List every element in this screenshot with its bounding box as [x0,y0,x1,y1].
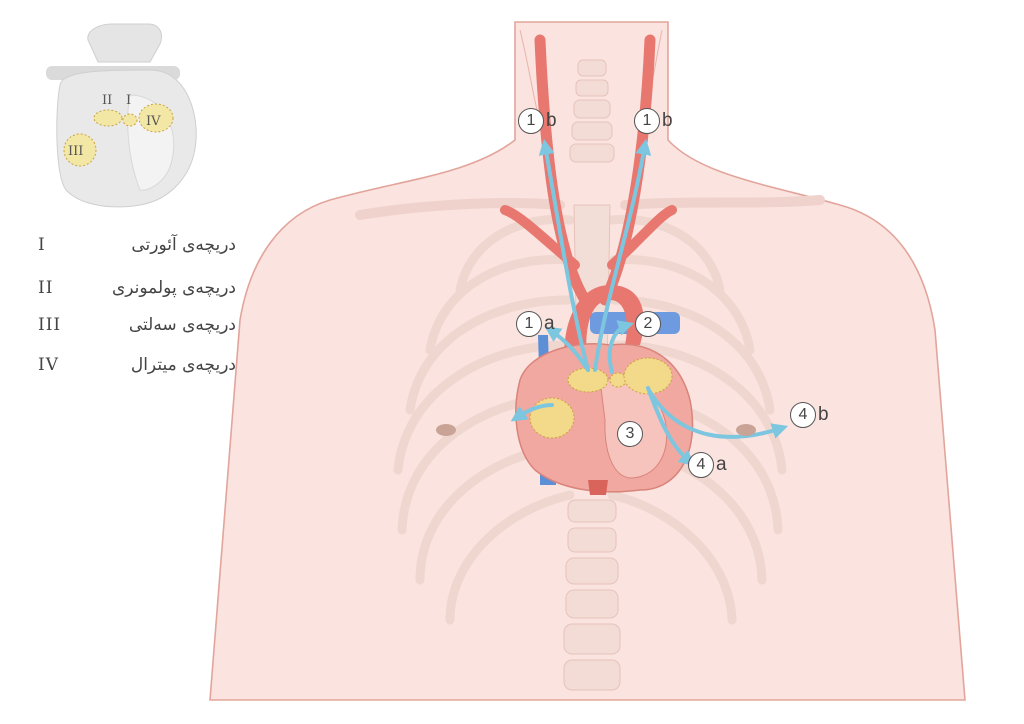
legend-item-tricuspid: III دریچه‌ی سه‌لتی [36,312,236,338]
marker-number: 3 [617,421,643,447]
marker-number: 4 [688,452,714,478]
marker-3: 3 [617,421,645,447]
spine [563,59,621,691]
marker-2: 2 [635,311,663,337]
marker-number: 1 [634,108,660,134]
marker-suffix: a [716,454,727,475]
inset-heart: II I IV III [46,23,197,208]
legend-numeral: II [38,278,54,298]
marker-suffix: b [662,110,673,131]
marker-suffix: b [818,404,829,425]
marker-4b: 4 b [790,402,829,428]
marker-number: 4 [790,402,816,428]
valve-mitral [623,357,673,395]
legend-text: دریچه‌ی پولمونری [111,278,236,298]
legend-numeral: I [38,235,46,255]
inset-label-i: I [126,93,131,108]
flow-arrow-1a [544,326,590,372]
legend-numeral: III [38,315,62,335]
marker-1b-left: 1 b [518,108,557,134]
flow-arrow-1b-right [593,138,652,372]
valve-pulmonary [609,372,627,388]
legend-item-pulmonary: II دریچه‌ی پولمونری [36,275,236,301]
marker-1a: 1 a [516,311,555,337]
marker-1b-right: 1 b [634,108,673,134]
descending-aorta [588,480,608,495]
marker-number: 1 [518,108,544,134]
legend-item-mitral: IV دریچه‌ی میترال [36,352,236,378]
legend-text: دریچه‌ی میترال [130,355,236,375]
inset-label-ii: II [102,93,112,108]
inset-label-iv: IV [146,114,161,129]
flow-arrows [510,138,789,467]
flow-arrow-1b-left [538,138,590,372]
inset-valve-iv [138,103,174,133]
legend-numeral: IV [38,355,59,375]
clavicle-left [355,198,565,220]
legend-text: دریچه‌ی سه‌لتی [128,315,236,335]
flow-arrow-3 [510,403,554,422]
inset-valve-ii [93,109,123,127]
marker-number: 2 [635,311,661,337]
flow-arrow-4b [648,390,789,439]
flow-arrow-2 [607,320,635,374]
marker-suffix: b [546,110,557,131]
legend-item-aortic: I دریچه‌ی آئورتی [36,232,236,258]
inset-valve-iii [63,133,97,167]
inset-valve-i [122,113,138,127]
clavicle-right [620,195,825,210]
legend-text: دریچه‌ی آئورتی [131,235,236,255]
nipple-left [436,424,456,436]
marker-suffix: a [544,313,555,334]
marker-number: 1 [516,311,542,337]
inset-label-iii: III [68,144,83,159]
marker-4a: 4 a [688,452,727,478]
nipple-right [736,424,756,436]
